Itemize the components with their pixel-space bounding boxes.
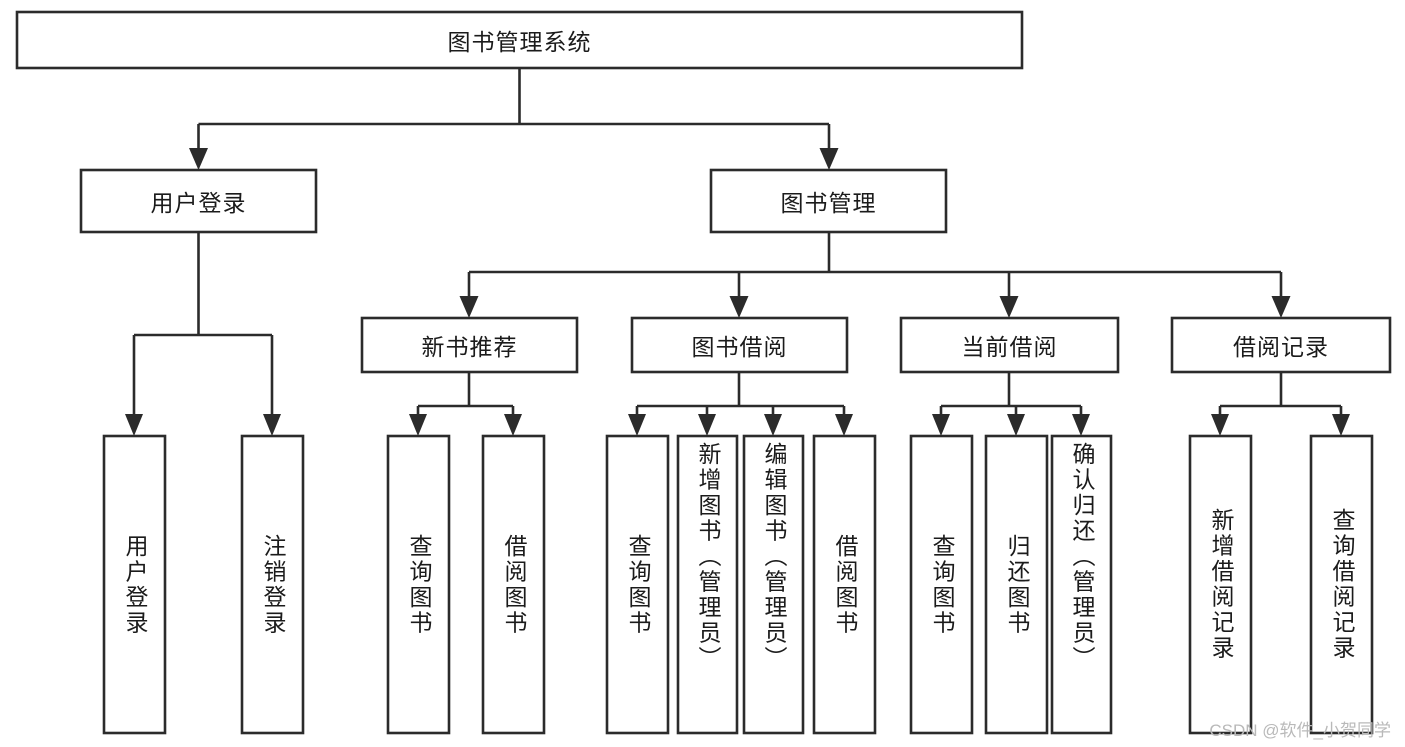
node-root-book-management-system[interactable] — [15, 10, 1024, 70]
node-leaf-query-book-current[interactable] — [909, 434, 974, 735]
arrow-head-icon — [764, 414, 782, 436]
node-leaf-query-book-recommend[interactable] — [386, 434, 451, 735]
arrow-head-icon — [1007, 414, 1025, 436]
arrow-head-icon — [698, 414, 716, 436]
node-user-login[interactable] — [79, 168, 318, 234]
node-leaf-query-book-borrow[interactable] — [605, 434, 670, 735]
arrow-head-icon — [504, 414, 522, 436]
arrow-head-icon — [409, 414, 427, 436]
arrow-head-icon — [1332, 414, 1350, 436]
node-leaf-add-book-admin[interactable] — [676, 434, 739, 735]
arrow-head-icon — [628, 414, 646, 436]
arrow-head-icon — [819, 148, 839, 170]
arrow-head-icon — [999, 296, 1019, 318]
arrow-head-icon — [263, 414, 281, 436]
arrow-head-icon — [459, 296, 479, 318]
node-leaf-borrow-book-recommend[interactable] — [481, 434, 546, 735]
node-current-borrow[interactable] — [899, 316, 1120, 374]
connector-tushujieyue-to-leaves — [628, 372, 853, 436]
connector-xinshutuijian-to-leaves — [409, 372, 522, 436]
node-leaf-borrow-book[interactable] — [812, 434, 877, 735]
arrow-head-icon — [189, 148, 208, 170]
arrow-head-icon — [1072, 414, 1090, 436]
node-book-management[interactable] — [709, 168, 948, 234]
connector-root-to-level2 — [189, 68, 839, 170]
connector-yonghudenglu-to-leaves — [125, 232, 281, 436]
arrow-head-icon — [835, 414, 853, 436]
arrow-head-icon — [729, 296, 749, 318]
node-leaf-return-book[interactable] — [984, 434, 1049, 735]
node-leaf-user-login[interactable] — [102, 434, 167, 735]
connector-jieyuejilu-to-leaves — [1211, 372, 1350, 436]
node-leaf-query-borrow-record[interactable] — [1309, 434, 1374, 735]
watermark: CSDN @软件_小贺同学 — [1209, 721, 1391, 740]
arrow-head-icon — [1211, 414, 1229, 436]
arrow-head-icon — [1271, 296, 1291, 318]
node-new-book-recommend[interactable] — [360, 316, 579, 374]
node-leaf-edit-book-admin[interactable] — [742, 434, 805, 735]
node-leaf-confirm-return-admin[interactable] — [1050, 434, 1113, 735]
node-leaf-logout[interactable] — [240, 434, 305, 735]
arrow-head-icon — [932, 414, 950, 436]
node-leaf-add-borrow-record[interactable] — [1188, 434, 1253, 735]
connector-dangqianjieyue-to-leaves — [932, 372, 1090, 436]
connector-tushuguanli-to-level3 — [459, 232, 1291, 318]
node-book-borrow[interactable] — [630, 316, 849, 374]
node-borrow-record[interactable] — [1170, 316, 1392, 374]
arrow-head-icon — [125, 414, 143, 436]
